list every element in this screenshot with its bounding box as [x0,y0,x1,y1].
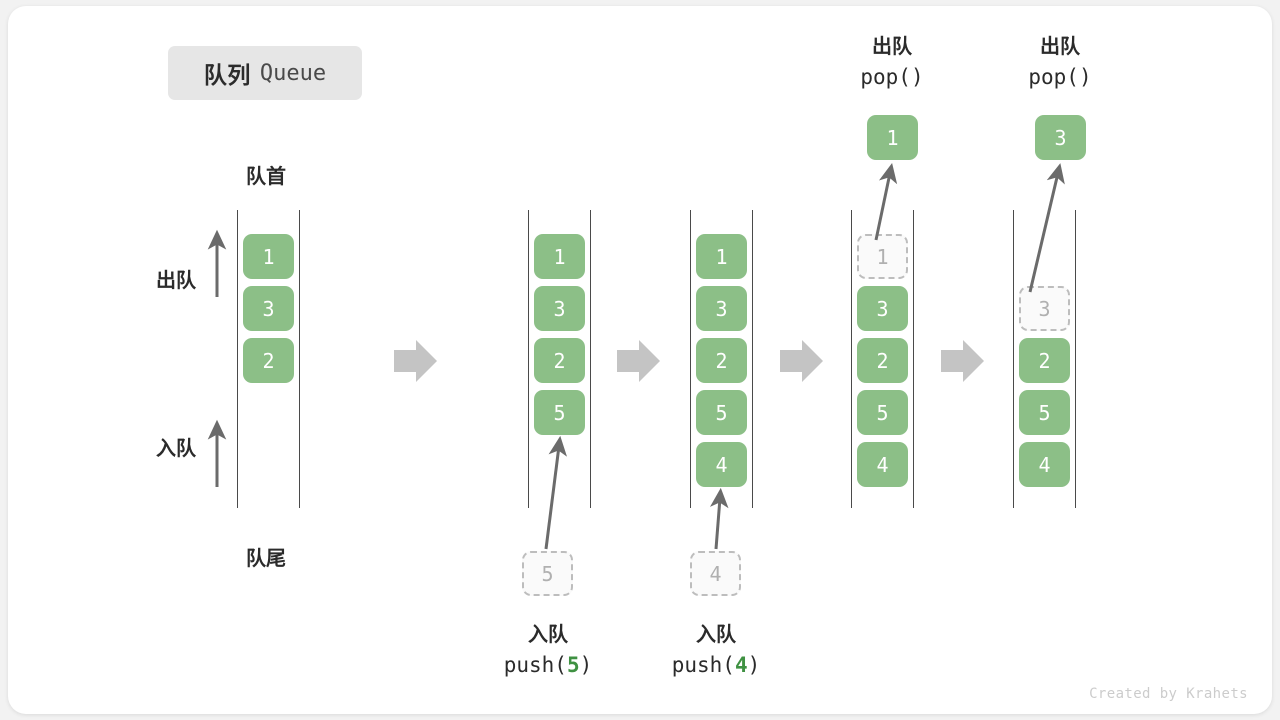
queue-slot: 2 [696,338,747,383]
pop-caption-cn: 出队 [872,36,912,58]
push-caption-code: push(4) [631,650,801,682]
rail-right [913,210,914,508]
code-prefix: push( [503,653,567,677]
queue-slot: 4 [857,442,908,487]
rail-left [237,210,238,508]
code-prefix: pop( [1028,65,1079,89]
queue-slot-removed: 3 [1019,286,1070,331]
pending-push-box: 5 [522,551,573,596]
rail-left [851,210,852,508]
queue-slot: 2 [243,338,294,383]
rail-left [690,210,691,508]
pop-caption-1: 出队 pop() [807,32,977,94]
queue-slot: 3 [857,286,908,331]
queue-slot: 2 [857,338,908,383]
push-caption-cn: 入队 [528,624,568,646]
pop-caption-cn: 出队 [1040,36,1080,58]
code-prefix: pop( [860,65,911,89]
queue-slot: 5 [1019,390,1070,435]
queue-slot: 3 [534,286,585,331]
push-caption-code: push(5) [463,650,633,682]
queue-slot: 1 [243,234,294,279]
dequeue-side-label: 出队 [156,270,196,292]
rail-right [299,210,300,508]
queue-rear-label: 队尾 [246,548,286,570]
queue-slot: 2 [1019,338,1070,383]
pop-caption-code: pop() [807,62,977,94]
queue-slot: 2 [534,338,585,383]
queue-slot: 3 [696,286,747,331]
queue-slot: 1 [534,234,585,279]
queue-slot-new: 4 [696,442,747,487]
queue-slot: 5 [696,390,747,435]
popped-box: 1 [867,115,918,160]
credit-text: Created by Krahets [1089,686,1248,702]
rail-right [1075,210,1076,508]
push-caption-5: 入队 push(5) [463,620,633,682]
push-caption-4: 入队 push(4) [631,620,801,682]
rail-left [1013,210,1014,508]
queue-slot-removed: 1 [857,234,908,279]
enqueue-side-label: 入队 [156,438,196,460]
popped-box: 3 [1035,115,1086,160]
code-suffix: ) [1078,65,1092,89]
rail-right [752,210,753,508]
title-english: Queue [259,60,327,86]
diagram-title-badge: 队列 Queue [168,46,362,100]
code-suffix: ) [747,653,761,677]
queue-slot: 1 [696,234,747,279]
code-suffix: ) [579,653,593,677]
code-prefix: push( [671,653,735,677]
queue-slot-new: 5 [534,390,585,435]
queue-slot: 5 [857,390,908,435]
pop-caption-3: 出队 pop() [975,32,1145,94]
diagram-card [8,6,1272,714]
pop-caption-code: pop() [975,62,1145,94]
rail-right [590,210,591,508]
code-arg: 4 [734,653,748,677]
queue-slot: 4 [1019,442,1070,487]
code-suffix: ) [910,65,924,89]
rail-left [528,210,529,508]
queue-slot: 3 [243,286,294,331]
title-chinese: 队列 [203,62,251,88]
queue-front-label: 队首 [246,166,286,188]
pending-push-box: 4 [690,551,741,596]
code-arg: 5 [566,653,580,677]
push-caption-cn: 入队 [696,624,736,646]
